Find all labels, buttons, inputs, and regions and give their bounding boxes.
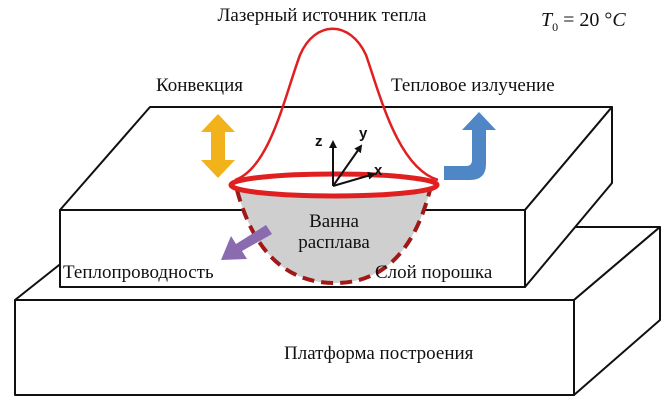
build-platform-label: Платформа построения bbox=[284, 343, 474, 364]
x-axis-label: x bbox=[374, 162, 383, 179]
ambient-temperature-formula: T0 = 20 °C bbox=[541, 9, 626, 38]
convection-arrow-icon bbox=[201, 114, 235, 178]
coordinate-axes bbox=[329, 140, 376, 187]
formula-value: = 20 ° bbox=[558, 9, 613, 31]
convection-label: Конвекция bbox=[156, 75, 243, 96]
laser-source-label: Лазерный источник тепла bbox=[217, 5, 427, 26]
conduction-arrow-icon bbox=[221, 225, 272, 260]
platform-front-face bbox=[14, 299, 575, 396]
y-axis bbox=[332, 144, 363, 187]
thermal-radiation-label: Тепловое излучение bbox=[391, 75, 555, 96]
melt-pool-label-line1: Ванна bbox=[309, 211, 359, 232]
y-axis-label: y bbox=[359, 125, 368, 142]
melt-pool-fill bbox=[237, 190, 430, 283]
laser-gaussian-curve bbox=[234, 27, 439, 182]
conduction-label: Теплопроводность bbox=[63, 262, 214, 283]
x-axis bbox=[332, 171, 376, 187]
z-axis-label: z bbox=[315, 133, 323, 150]
powder-layer-label: Слой порошка bbox=[375, 262, 493, 283]
formula-symbol: T bbox=[541, 9, 553, 31]
formula-unit: C bbox=[612, 9, 626, 31]
radiation-arrow-icon bbox=[444, 112, 496, 180]
melt-pool-border bbox=[235, 189, 432, 286]
melt-pool-label-line2: расплава bbox=[298, 232, 370, 253]
formula-subscript: 0 bbox=[552, 20, 559, 34]
